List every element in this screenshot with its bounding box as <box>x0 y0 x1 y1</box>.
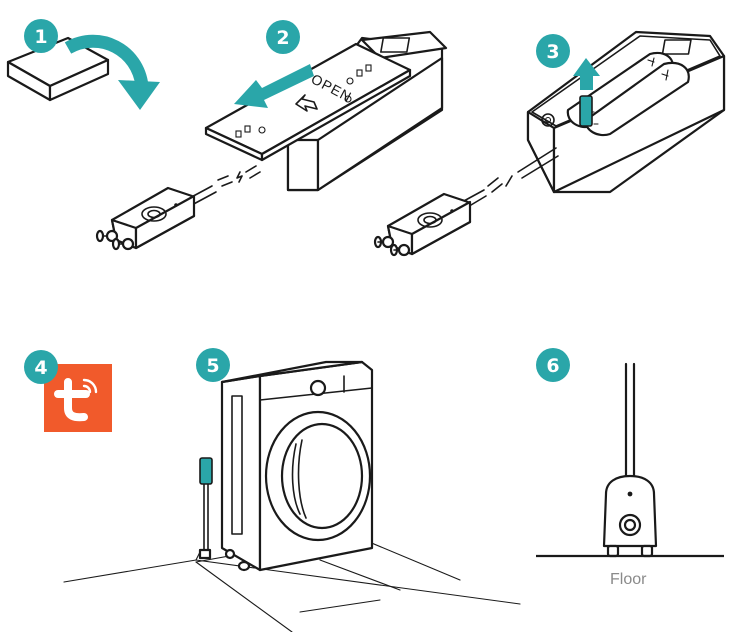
step-2-illustration: OPEN <box>95 30 448 251</box>
curved-arrow-icon <box>64 34 149 88</box>
step-badge-5: 5 <box>196 348 230 382</box>
step-6-illustration: Floor <box>536 362 724 588</box>
battery-tab <box>579 95 593 127</box>
step-badge-6: 6 <box>536 348 570 382</box>
slide-arrow-icon <box>234 64 314 108</box>
open-arrow-icon <box>295 94 318 112</box>
step-3-illustration <box>373 30 726 257</box>
sensor-probe <box>199 457 213 485</box>
step-number: 4 <box>34 357 47 379</box>
floor-label: Floor <box>610 571 647 588</box>
step-5-illustration <box>63 360 521 632</box>
arrow-head-icon <box>118 80 160 110</box>
step-badge-2: 2 <box>266 20 300 54</box>
step-badge-3: 3 <box>536 34 570 68</box>
step-badge-1: 1 <box>24 19 58 53</box>
step-number: 3 <box>546 41 559 63</box>
step-number: 5 <box>206 355 219 377</box>
pull-up-arrow-icon <box>573 58 600 90</box>
step-1-illustration <box>6 34 160 110</box>
step-number: 1 <box>34 26 47 48</box>
step-number: 2 <box>276 27 289 49</box>
step-number: 6 <box>546 355 559 377</box>
step-badge-4: 4 <box>24 350 58 384</box>
